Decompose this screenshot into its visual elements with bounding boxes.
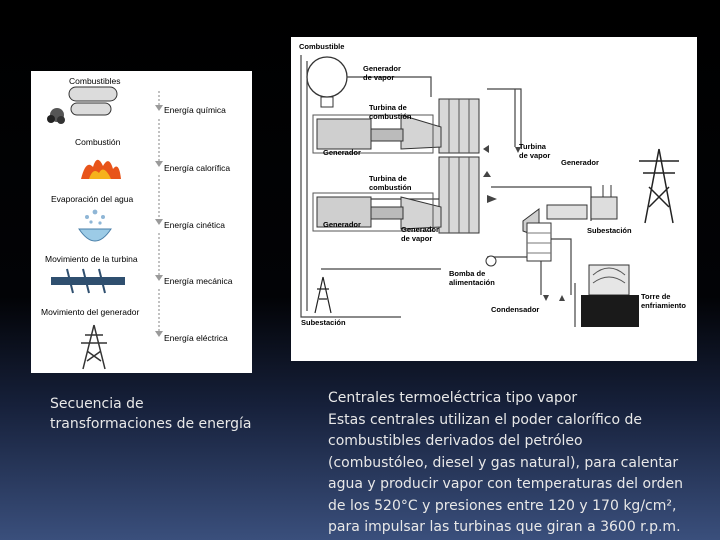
label-evaporacion: Evaporación del agua bbox=[51, 194, 134, 204]
transmission-tower-icon bbox=[81, 324, 107, 370]
label-movimiento-generador: Movimiento del generador bbox=[41, 307, 139, 317]
substation-top-icon bbox=[590, 185, 618, 220]
label-turbina-vapor-b: de vapor bbox=[519, 151, 550, 160]
generator-bottom bbox=[312, 192, 434, 232]
right-caption-line: agua y producir vapor con temperaturas d… bbox=[328, 476, 683, 492]
label-generador-1: Generador bbox=[323, 148, 361, 157]
left-caption-line2: transformaciones de energía bbox=[50, 416, 252, 432]
label-turbina-combustion-1a: Turbina de bbox=[369, 103, 407, 112]
right-caption: Centrales termoeléctrica tipo vapor Esta… bbox=[328, 388, 712, 539]
left-caption: Secuencia de transformaciones de energía bbox=[50, 394, 280, 434]
generator-top bbox=[312, 114, 434, 154]
fuel-tanks-icon bbox=[47, 86, 118, 124]
label-turbina-combustion-2a: Turbina de bbox=[369, 174, 407, 183]
label-turbina-combustion-2b: combustión bbox=[369, 183, 412, 192]
steam-plant-diagram: Combustible Generador de vapor Turbina d… bbox=[291, 37, 697, 361]
label-energia-electrica: Energía eléctrica bbox=[164, 333, 228, 343]
arrow-heads bbox=[155, 105, 163, 337]
label-generador-2: Generador bbox=[323, 220, 361, 229]
energy-sequence-svg: Combustibles Energía química Combustión … bbox=[41, 76, 233, 370]
turbine-shaft-icon bbox=[51, 268, 125, 294]
right-caption-line: para impulsar las turbinas que giran a 3… bbox=[328, 519, 681, 535]
cooling-tower-icon bbox=[581, 264, 639, 327]
flame-icon bbox=[81, 159, 121, 179]
right-caption-line: de los 520°C y presiones entre 120 y 170… bbox=[328, 497, 677, 514]
piping bbox=[300, 55, 592, 327]
label-subestacion-1: Subestación bbox=[587, 226, 632, 235]
label-torre-a: Torre de bbox=[641, 292, 670, 301]
left-caption-line1: Secuencia de bbox=[50, 396, 144, 412]
transmission-tower-right-icon bbox=[639, 148, 679, 224]
boiling-water-icon bbox=[78, 209, 112, 242]
right-caption-line: Centrales termoeléctrica tipo vapor bbox=[328, 390, 578, 406]
label-condensador: Condensador bbox=[491, 305, 539, 314]
fuel-tank-icon bbox=[306, 56, 348, 108]
label-generador-vapor-1a: Generador bbox=[363, 64, 401, 73]
label-generador-3: Generador bbox=[561, 158, 599, 167]
steam-plant-svg: Combustible Generador de vapor Turbina d… bbox=[299, 42, 686, 327]
flow-arrows bbox=[483, 145, 565, 301]
label-bomba-b: alimentación bbox=[449, 278, 495, 287]
steam-generator-top bbox=[438, 98, 480, 154]
label-movimiento-turbina: Movimiento de la turbina bbox=[45, 254, 138, 264]
label-energia-calorifica: Energía calorífica bbox=[164, 163, 230, 173]
label-torre-b: enfriamiento bbox=[641, 301, 686, 310]
substation-bottom-icon bbox=[314, 276, 332, 314]
label-combustion: Combustión bbox=[75, 137, 121, 147]
right-caption-line: Estas centrales utilizan el poder calorí… bbox=[328, 411, 643, 428]
label-energia-mecanica: Energía mecánica bbox=[164, 276, 233, 286]
steam-generator-bottom bbox=[438, 156, 480, 234]
label-energia-cinetica: Energía cinética bbox=[164, 220, 225, 230]
right-caption-line: (combustóleo, diesel y gas natural), par… bbox=[328, 454, 679, 471]
label-generador-vapor-2b: de vapor bbox=[401, 234, 432, 243]
label-energia-quimica: Energía química bbox=[164, 105, 226, 115]
label-generador-vapor-1b: de vapor bbox=[363, 73, 394, 82]
label-subestacion-2: Subestación bbox=[301, 318, 346, 327]
label-generador-vapor-2a: Generador bbox=[401, 225, 439, 234]
label-combustibles: Combustibles bbox=[69, 76, 121, 86]
condenser bbox=[526, 222, 552, 262]
feed-pump-icon bbox=[485, 255, 497, 267]
label-turbina-vapor-a: Turbina bbox=[519, 142, 547, 151]
label-combustible: Combustible bbox=[299, 42, 344, 51]
label-bomba-a: Bomba de bbox=[449, 269, 485, 278]
label-turbina-combustion-1b: combustión bbox=[369, 112, 412, 121]
energy-sequence-diagram: Combustibles Energía química Combustión … bbox=[31, 71, 252, 373]
right-caption-line: combustibles derivados del petróleo bbox=[328, 433, 583, 449]
